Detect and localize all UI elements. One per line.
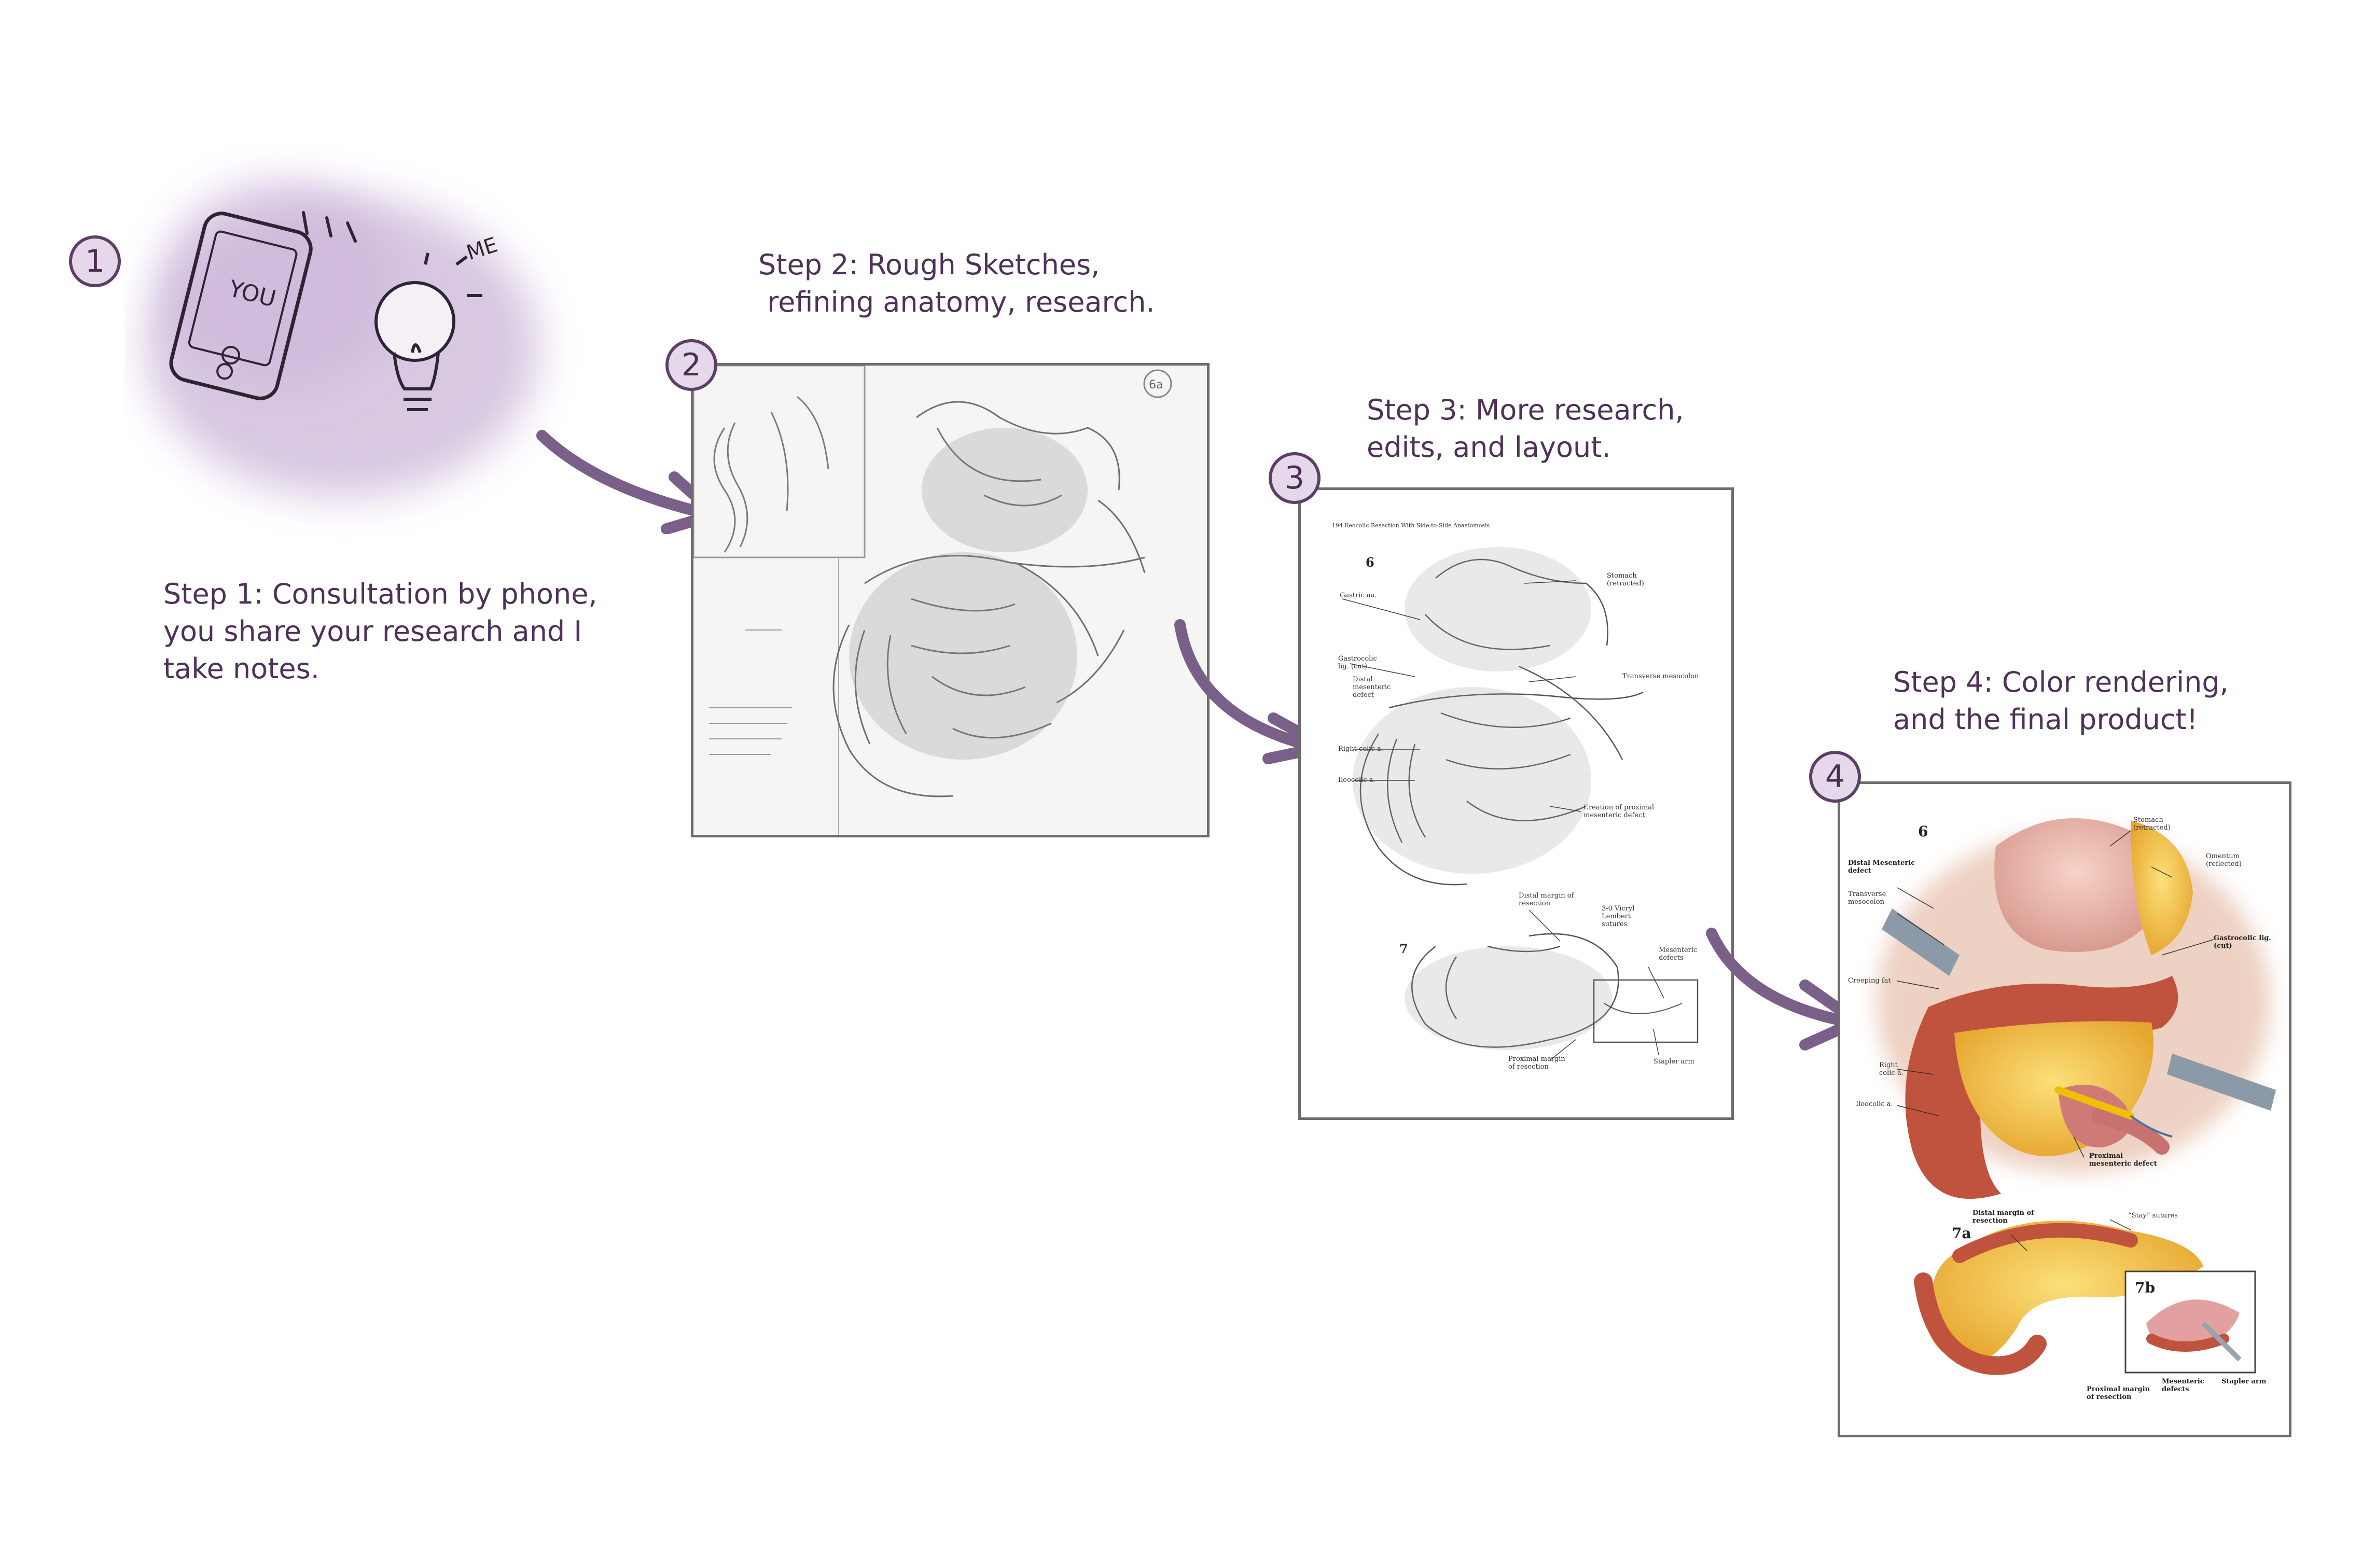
layout-label-stomach: Stomach (retracted) (1607, 572, 1644, 587)
step-4-caption-line-2: and the final product! (1893, 703, 2198, 736)
left-retractor-shape (1882, 908, 1960, 976)
step-1-caption-line-3: take notes. (163, 652, 319, 685)
step-3-number: 3 (1269, 452, 1321, 504)
rough-sketch-drawing: 6a (693, 366, 1172, 835)
consultation-doodle: YOU ME (145, 181, 539, 498)
layout-label-distal-margin: Distal margin of resection (1519, 892, 1574, 907)
final-fig-7a: 7a (1952, 1225, 1971, 1242)
final-label-proximal-margin: Proximal margin of resection (2087, 1385, 2150, 1401)
rough-sketch-panel: 6a (691, 363, 1210, 837)
final-label-stay: “Stay” sutures (2128, 1212, 2178, 1220)
layout-label-ileocolic: Ileocolic a. (1338, 776, 1375, 784)
step-3-caption: Step 3: More research, edits, and layout… (1367, 391, 1684, 466)
omentum-shape (2131, 820, 2193, 955)
step-1-caption: Step 1: Consultation by phone, you share… (163, 576, 598, 688)
final-fig-7b: 7b (2135, 1279, 2156, 1296)
step-4-number-text: 4 (1825, 759, 1845, 795)
final-label-stomach: Stomach (retracted) (2133, 816, 2171, 832)
final-label-transverse: Transverse mesocolon (1848, 890, 1886, 906)
final-label-distal-defect: Distal Mesenteric defect (1848, 859, 1915, 875)
layout-label-mesenteric: Mesenteric defects (1659, 946, 1698, 962)
layout-fig-7: 7 (1399, 941, 1408, 956)
layout-label-transverse: Transverse mesocolon (1622, 673, 1699, 680)
layout-label-vicryl: 3-0 Vicryl Lembert sutures (1602, 905, 1635, 928)
step-2-caption-line-1: Step 2: Rough Sketches, (758, 248, 1100, 281)
layout-label-stapler: Stapler arm (1654, 1058, 1694, 1066)
final-label-distal-margin: Distal margin of resection (1972, 1209, 2034, 1225)
final-rendering-panel: 6 7a 7b Stomach (retracted) Omentum (ref… (1838, 781, 2291, 1437)
step-1-caption-line-1: Step 1: Consultation by phone, (163, 578, 598, 610)
final-label-stapler: Stapler arm (2221, 1378, 2267, 1385)
layout-anatomy-drawing (1342, 547, 1699, 1061)
final-fig-6: 6 (1918, 823, 1928, 840)
final-label-right-colic: Right colic a. (1879, 1061, 1903, 1077)
right-retractor-shape (2167, 1054, 2276, 1111)
step-2-caption-line-2: refining anatomy, research. (758, 286, 1155, 318)
step-3-caption-line-1: Step 3: More research, (1367, 394, 1684, 426)
layout-label-right-colic: Right colic a. (1338, 745, 1383, 753)
final-label-gastrocolic: Gastrocolic lig. (cut) (2214, 934, 2271, 950)
lower-colon-shape (1926, 1221, 2203, 1364)
layout-page-panel: 194 Ileocolic Resection With Side-to-Sid… (1298, 487, 1734, 1120)
layout-fig-6: 6 (1366, 555, 1374, 570)
final-label-ileocolic: Ileocolic a. (1856, 1100, 1893, 1108)
final-label-mesenteric: Mesenteric defects (2162, 1378, 2204, 1393)
step-1-number: 1 (69, 235, 121, 287)
layout-label-distal-defect: Distal mesenteric defect (1353, 676, 1391, 699)
step-2-number: 2 (665, 339, 717, 391)
layout-label-proximal-margin: Proximal margin of resection (1508, 1055, 1565, 1071)
step-4-caption: Step 4: Color rendering, and the final p… (1893, 664, 2229, 738)
lightbulb-icon (374, 253, 482, 411)
step-2-caption: Step 2: Rough Sketches, refining anatomy… (758, 246, 1155, 321)
sketch-corner-mark: 6a (1149, 379, 1163, 391)
stomach-shape (1994, 818, 2159, 952)
step-1-caption-line-2: you share your research and I (163, 615, 582, 648)
step-3-caption-line-2: edits, and layout. (1367, 431, 1611, 464)
phone-icon (169, 212, 313, 400)
step-4-caption-line-1: Step 4: Color rendering, (1893, 666, 2229, 698)
final-label-omentum: Omentum (reflected) (2206, 852, 2242, 868)
step-3-number-text: 3 (1284, 460, 1305, 496)
sound-lines (302, 211, 357, 243)
step-2-number-text: 2 (681, 347, 702, 383)
step-1-number-text: 1 (85, 243, 105, 279)
final-label-creeping: Creeping fat (1848, 977, 1891, 985)
layout-page-header: 194 Ileocolic Resection With Side-to-Sid… (1332, 522, 1490, 529)
final-color-illustration (1877, 818, 2276, 1375)
layout-label-proximal-defect: Creation of proximal mesenteric defect (1583, 804, 1655, 819)
final-label-proximal-defect: Proximal mesenteric defect (2089, 1152, 2157, 1168)
step-4-number: 4 (1809, 751, 1861, 803)
layout-label-gastric: Gastric aa. (1340, 592, 1377, 599)
layout-label-gastrocolic: Gastrocolic lig. (cut) (1338, 655, 1377, 670)
